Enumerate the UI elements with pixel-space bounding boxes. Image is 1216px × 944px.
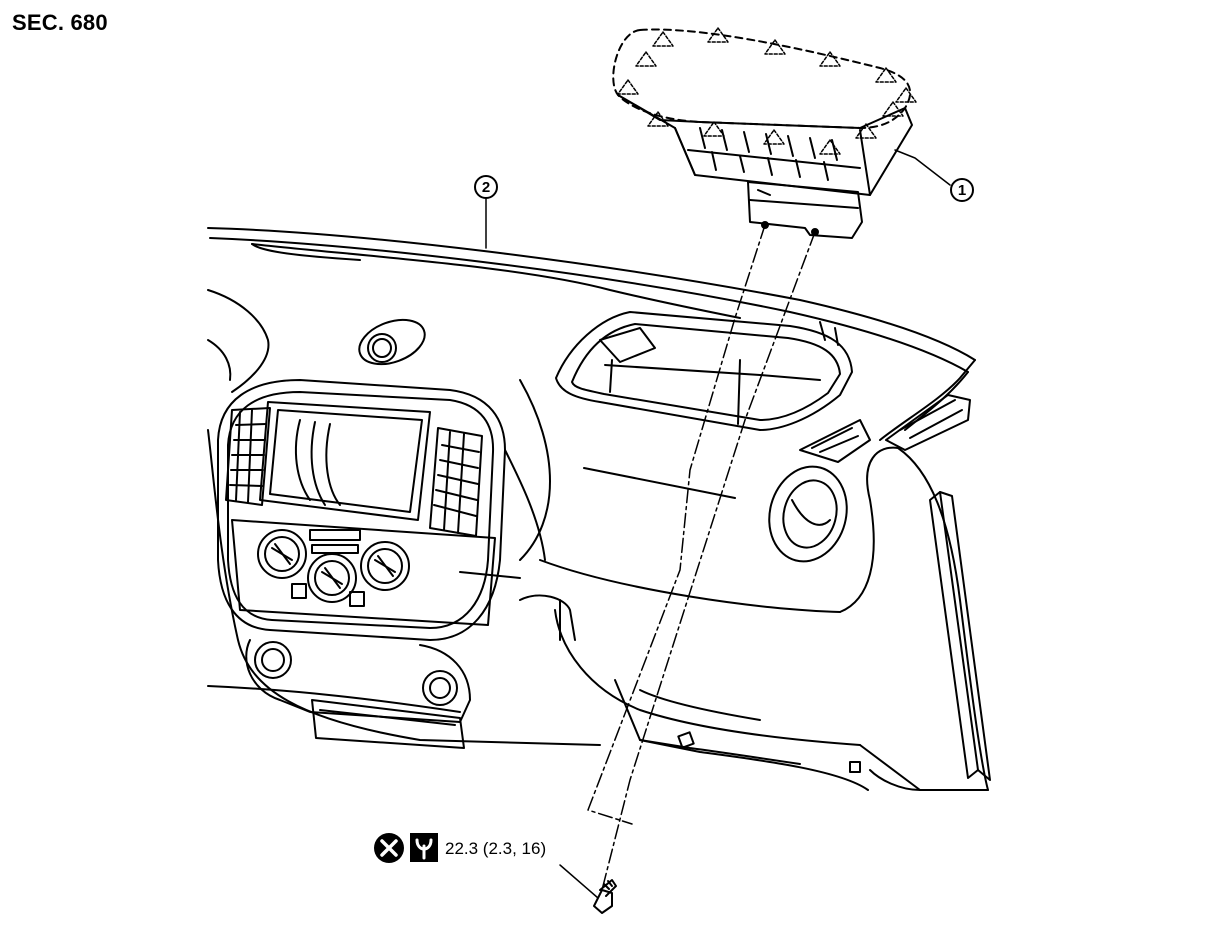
torque-wrench-icon [410,833,438,862]
torque-spec: 22.3 (2.3, 16) [374,833,546,863]
callout-1: 1 [950,178,974,202]
bolt-icon [593,879,617,914]
callout-leaders [485,149,951,899]
section-label: SEC. 680 [12,10,108,35]
callout-1-number: 1 [958,182,966,199]
installation-guide-lines [587,224,816,891]
torque-value: 22.3 (2.3, 16) [445,839,546,858]
callout-2: 2 [474,175,498,199]
instrument-panel [207,227,991,791]
callout-2-number: 2 [482,179,490,196]
airbag-module [612,27,917,239]
do-not-reuse-icon [374,833,404,863]
